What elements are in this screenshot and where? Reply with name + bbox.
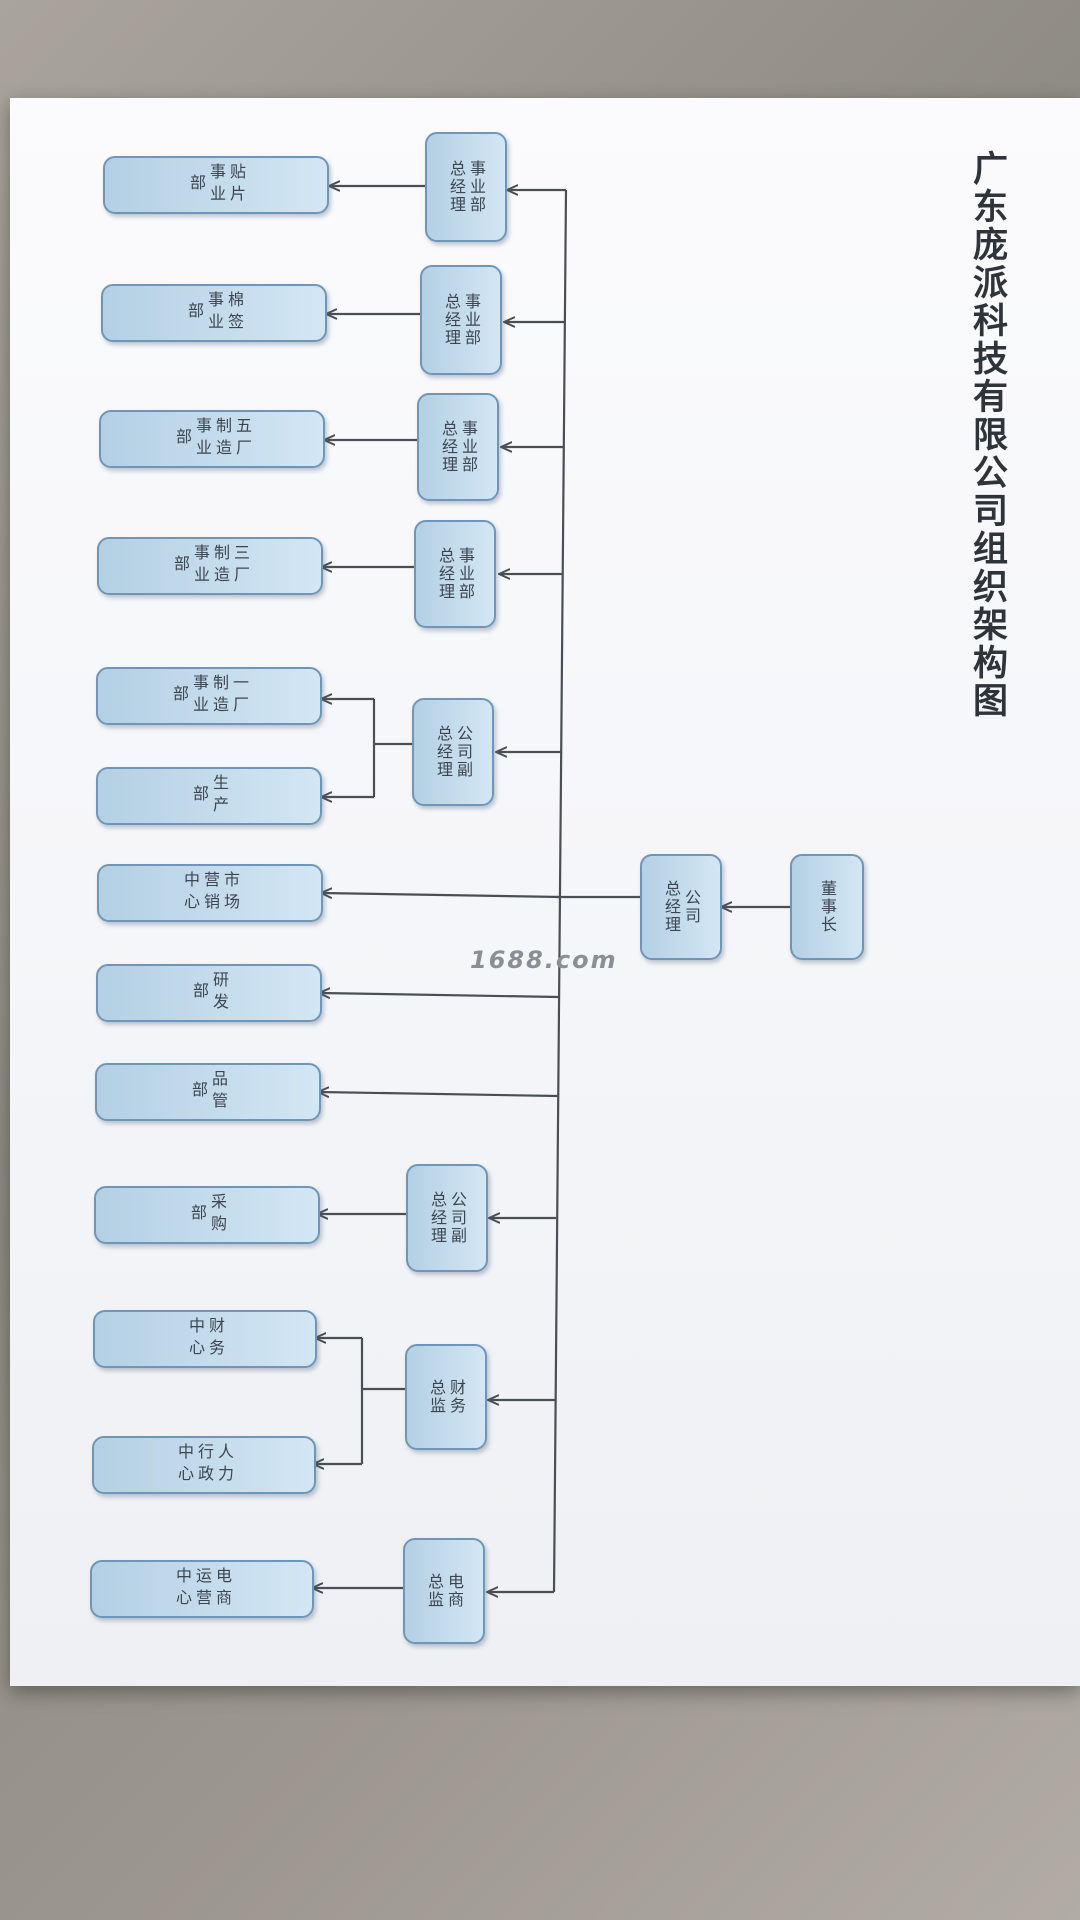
department-box: 三厂制造事业部: [97, 537, 323, 595]
general-manager-label: 公司 总经理: [662, 880, 701, 934]
chart-title: 广东庞派科技有限公司组织架构图: [967, 150, 1008, 720]
department-label: 研发部: [190, 971, 229, 1015]
department-label: 电商运营中心: [173, 1567, 232, 1611]
department-label: 人力行政中心: [175, 1443, 234, 1487]
chairman-label: 董事长: [818, 880, 837, 934]
department-box: 研发部: [96, 964, 322, 1022]
manager-label: 事业部 总经理: [439, 420, 478, 474]
department-box: 市场营销中心: [97, 864, 323, 922]
department-label: 市场营销中心: [181, 871, 240, 915]
department-label: 一厂制造事业部: [170, 674, 249, 718]
department-box: 人力行政中心: [92, 1436, 316, 1494]
department-label: 五厂制造事业部: [173, 417, 252, 461]
general-manager-box: 公司 总经理: [640, 854, 722, 960]
manager-label: 财务 总监: [427, 1379, 466, 1415]
department-box: 电商运营中心: [90, 1560, 314, 1618]
edge-spine-rnd: [320, 993, 560, 997]
department-box: 棉签事业部: [101, 284, 327, 342]
department-box: 生产部: [96, 767, 322, 825]
manager-label: 事业部 总经理: [447, 160, 486, 214]
department-box: 贴片事业部: [103, 156, 329, 214]
department-label: 生产部: [190, 774, 229, 818]
department-label: 三厂制造事业部: [171, 544, 250, 588]
manager-label: 公司副 总经理: [434, 725, 473, 779]
watermark: 1688.com: [470, 946, 618, 974]
department-label: 贴片事业部: [187, 163, 246, 207]
manager-label: 事业部 总经理: [442, 293, 481, 347]
manager-box: 电商 总监: [403, 1538, 485, 1644]
manager-box: 财务 总监: [405, 1344, 487, 1450]
main-spine: [552, 189, 568, 1593]
department-label: 采购部: [188, 1193, 227, 1237]
manager-box: 事业部 总经理: [420, 265, 502, 375]
manager-box: 事业部 总经理: [425, 132, 507, 242]
manager-box: 事业部 总经理: [414, 520, 496, 628]
department-box: 五厂制造事业部: [99, 410, 325, 468]
department-label: 品管部: [189, 1070, 228, 1114]
manager-label: 事业部 总经理: [436, 547, 475, 601]
edge-spine-qc: [319, 1092, 559, 1096]
department-box: 采购部: [94, 1186, 320, 1244]
department-label: 棉签事业部: [185, 291, 244, 335]
department-label: 财务中心: [186, 1317, 225, 1361]
manager-box: 事业部 总经理: [417, 393, 499, 501]
edge-spine-marketing: [322, 893, 562, 897]
department-box: 财务中心: [93, 1310, 317, 1368]
manager-box: 公司副 总经理: [406, 1164, 488, 1272]
department-box: 品管部: [95, 1063, 321, 1121]
department-box: 一厂制造事业部: [96, 667, 322, 725]
manager-label: 公司副 总经理: [428, 1191, 467, 1245]
manager-label: 电商 总监: [425, 1573, 464, 1609]
chairman-box: 董事长: [790, 854, 864, 960]
manager-box: 公司副 总经理: [412, 698, 494, 806]
